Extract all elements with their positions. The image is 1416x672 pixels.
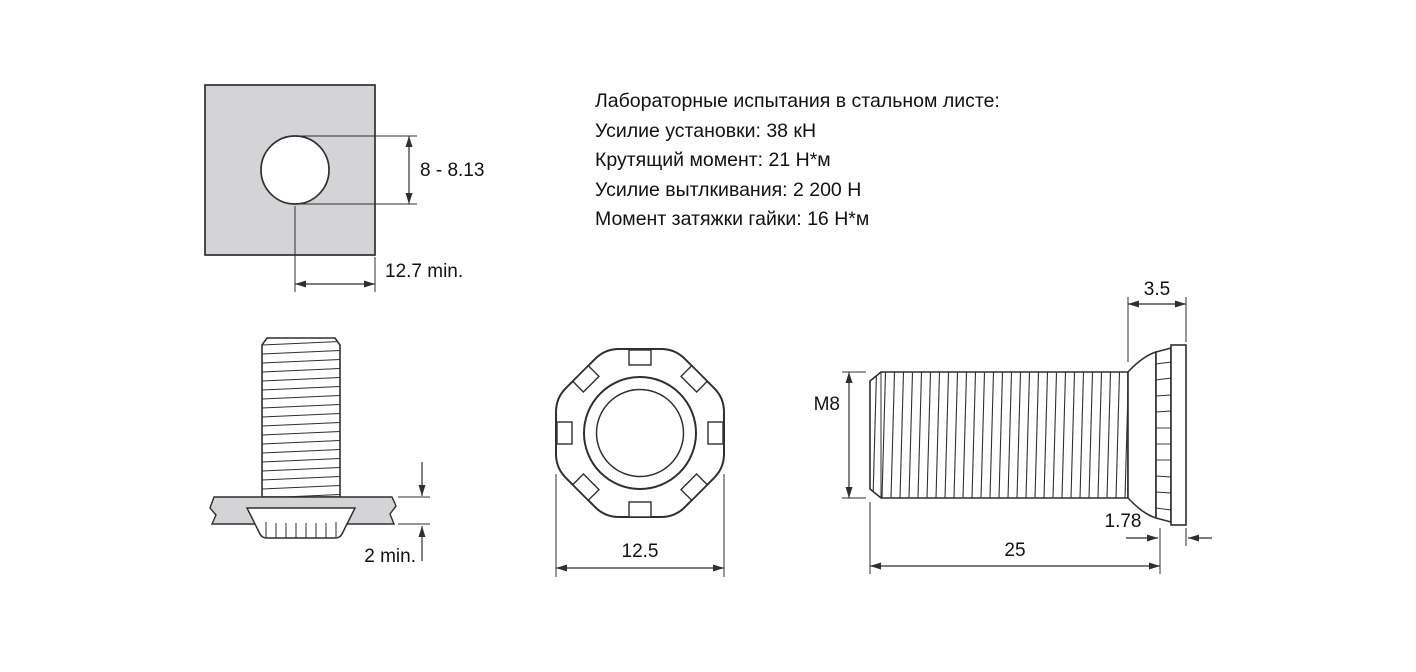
shank-circle xyxy=(583,376,697,490)
hole-diameter-dim: 8 - 8.13 xyxy=(420,160,484,181)
specs-title: Лабораторные испытания в стальном листе: xyxy=(595,90,1000,112)
stud-side-view: 3.5 M8 25 1.78 xyxy=(814,279,1212,574)
spec-line-installation-force: Усилие установки: 38 кН xyxy=(595,119,817,142)
stud-head-clinched xyxy=(245,507,357,539)
head-height-dim: 3.5 xyxy=(1144,279,1170,300)
head-serrations xyxy=(1155,361,1172,511)
plate-hole xyxy=(260,135,330,205)
plate-hole-view: 8 - 8.13 12.7 min. xyxy=(204,84,484,292)
spec-line-torque: Крутящий момент: 21 Н*м xyxy=(595,149,831,172)
lab-test-specs: Лабораторные испытания в стальном листе:… xyxy=(595,87,1000,235)
clinch-ribs xyxy=(556,349,724,518)
head-face xyxy=(1170,344,1187,526)
sheet-thickness-dim: 2 min. xyxy=(364,546,416,567)
thread-minor-circle xyxy=(595,388,685,478)
head-top-view: 12.5 xyxy=(555,348,725,577)
edge-distance-dim: 12.7 min. xyxy=(385,261,463,282)
head-fillet xyxy=(1127,350,1157,520)
thread-size-label: M8 xyxy=(814,394,840,415)
head-ribs xyxy=(265,522,337,538)
head-rib-band xyxy=(1155,346,1172,524)
threaded-shaft xyxy=(261,337,341,498)
shoulder-height-dim: 1.78 xyxy=(1105,511,1142,532)
threaded-shank xyxy=(869,371,1129,499)
head-width-dim: 12.5 xyxy=(622,541,659,562)
spec-line-nut-torque: Момент затяжки гайки: 16 Н*м xyxy=(595,208,870,231)
installed-stud-view: 2 min. xyxy=(209,337,430,567)
stud-length-dim: 25 xyxy=(1004,540,1025,561)
spec-line-pushout-force: Усилие вытлкивания: 2 200 Н xyxy=(595,178,862,201)
